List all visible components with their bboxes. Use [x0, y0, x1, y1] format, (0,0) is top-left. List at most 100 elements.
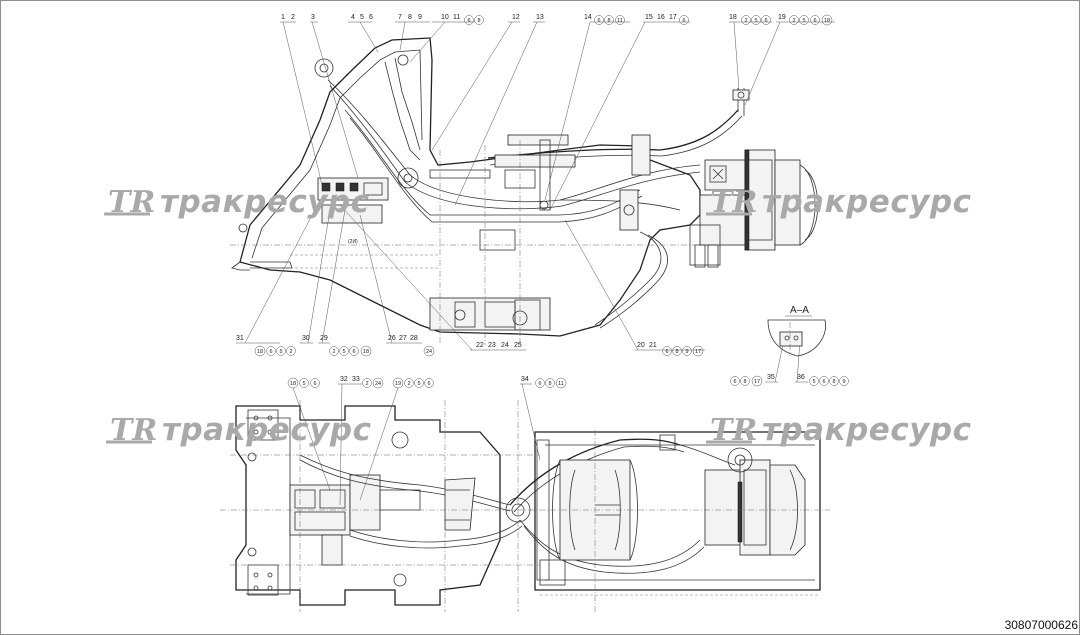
circle-callout-5: 5 [754, 18, 757, 24]
circle-callout-2: 2 [407, 381, 410, 387]
circle-callout-8: 8 [675, 349, 678, 355]
svg-text:(2И): (2И) [348, 239, 358, 245]
section-a-a: A–A [767, 305, 826, 357]
callout-23: 23 [488, 342, 496, 349]
circle-callout-8: 8 [477, 18, 480, 24]
circle-callout-6: 6 [813, 18, 816, 24]
plan-callouts: 18 5 6 32 33 2 24 19 2 5 6 34 6 8 11 [287, 376, 567, 506]
drive-motor-plan [704, 447, 806, 556]
callout-25: 25 [514, 342, 522, 349]
circle-callout-18: 18 [363, 349, 369, 355]
callout-8: 8 [408, 14, 412, 21]
circle-callout-6: 6 [764, 18, 767, 24]
callout-19: 19 [778, 14, 786, 21]
callout-36: 36 [797, 374, 805, 381]
callout-28: 28 [410, 335, 418, 342]
callout-20: 20 [637, 342, 645, 349]
callout-15: 15 [645, 14, 653, 21]
callout-34: 34 [521, 376, 529, 383]
middle-callouts: 31 18 6 5 2 30 29 2 5 6 18 26 27 28 24 2… [236, 199, 849, 387]
callout-32: 32 [340, 376, 348, 383]
watermark-text: тракресурс [762, 412, 972, 448]
callout-9: 9 [418, 14, 422, 21]
circle-callout-9: 9 [685, 349, 688, 355]
callout-7: 7 [398, 14, 402, 21]
circle-callout-18: 18 [290, 381, 296, 387]
circle-callout-8: 8 [607, 18, 610, 24]
circle-callout-6: 6 [822, 379, 825, 385]
circle-callout-9: 9 [842, 379, 845, 385]
circle-callout-17: 17 [754, 379, 760, 385]
circle-callout-6: 6 [733, 379, 736, 385]
circle-callout-2: 2 [365, 381, 368, 387]
callout-31: 31 [236, 335, 244, 342]
callout-5: 5 [360, 14, 364, 21]
watermark-text: тракресурс [762, 184, 972, 220]
callout-29: 29 [320, 335, 328, 342]
circle-callout-18: 18 [257, 349, 263, 355]
circle-callout-18: 18 [824, 18, 830, 24]
callout-18: 18 [729, 14, 737, 21]
circle-callout-8: 8 [832, 379, 835, 385]
callout-3: 3 [311, 14, 315, 21]
circle-callout-8: 8 [548, 381, 551, 387]
circle-callout-24: 24 [426, 349, 432, 355]
circle-callout-2: 2 [744, 18, 747, 24]
circle-callout-6: 6 [427, 381, 430, 387]
watermark-text: тракресурс [162, 412, 372, 448]
callout-6: 6 [369, 14, 373, 21]
callout-22: 22 [476, 342, 484, 349]
callout-21: 21 [649, 342, 657, 349]
callout-13: 13 [536, 14, 544, 21]
callout-12: 12 [512, 14, 520, 21]
circle-callout-6: 6 [352, 349, 355, 355]
circle-callout-8: 8 [743, 379, 746, 385]
callout-10: 10 [441, 14, 449, 21]
circle-callout-6: 6 [538, 381, 541, 387]
callout-24: 24 [501, 342, 509, 349]
circle-callout-5: 5 [302, 381, 305, 387]
callout-14: 14 [584, 14, 592, 21]
drive-motor-side [689, 149, 819, 268]
plan-view [220, 400, 830, 612]
circle-callout-6: 6 [467, 18, 470, 24]
circle-callout-17: 17 [695, 349, 701, 355]
watermark-top-right: TR тракресурс [706, 184, 972, 220]
callout-1: 1 [281, 14, 285, 21]
watermark-bottom-left: TR тракресурс [106, 412, 372, 448]
circle-callout-19: 19 [395, 381, 401, 387]
circle-callout-24: 24 [375, 381, 381, 387]
circle-callout-5: 5 [279, 349, 282, 355]
callout-16: 16 [657, 14, 665, 21]
callout-11: 11 [453, 14, 460, 21]
circle-callout-2: 2 [792, 18, 795, 24]
side-view: (2И) [230, 37, 819, 345]
watermark-text: тракресурс [160, 184, 370, 220]
circle-callout-11: 11 [558, 381, 564, 387]
top-callouts: 1 2 3 4 5 6 7 8 9 10 11 6 8 12 13 1 [280, 14, 835, 211]
circle-callout-2: 2 [332, 349, 335, 355]
callout-35: 35 [767, 374, 775, 381]
callout-2: 2 [291, 14, 295, 21]
circle-callout-6: 6 [313, 381, 316, 387]
circle-callout-5: 5 [812, 379, 815, 385]
callout-4: 4 [351, 14, 355, 21]
watermark-top-left: TR тракресурс [104, 184, 370, 220]
callout-27: 27 [399, 335, 407, 342]
circle-callout-6: 6 [682, 18, 685, 24]
boom-outline [239, 37, 701, 337]
circle-callout-11: 11 [617, 18, 623, 24]
watermark-bottom-right: TR тракресурс [706, 412, 972, 448]
callout-26: 26 [388, 335, 396, 342]
circle-callout-5: 5 [342, 349, 345, 355]
callout-17: 17 [669, 14, 677, 21]
callout-33: 33 [352, 376, 360, 383]
circle-callout-6: 6 [269, 349, 272, 355]
document-number: 30807000626 [1004, 618, 1078, 632]
circle-callout-6: 6 [665, 349, 668, 355]
circle-callout-2: 2 [289, 349, 292, 355]
watermark-group: TR тракресурс TR тракресурс TR тракресур… [104, 184, 972, 448]
circle-callout-6: 6 [597, 18, 600, 24]
callout-30: 30 [302, 335, 310, 342]
